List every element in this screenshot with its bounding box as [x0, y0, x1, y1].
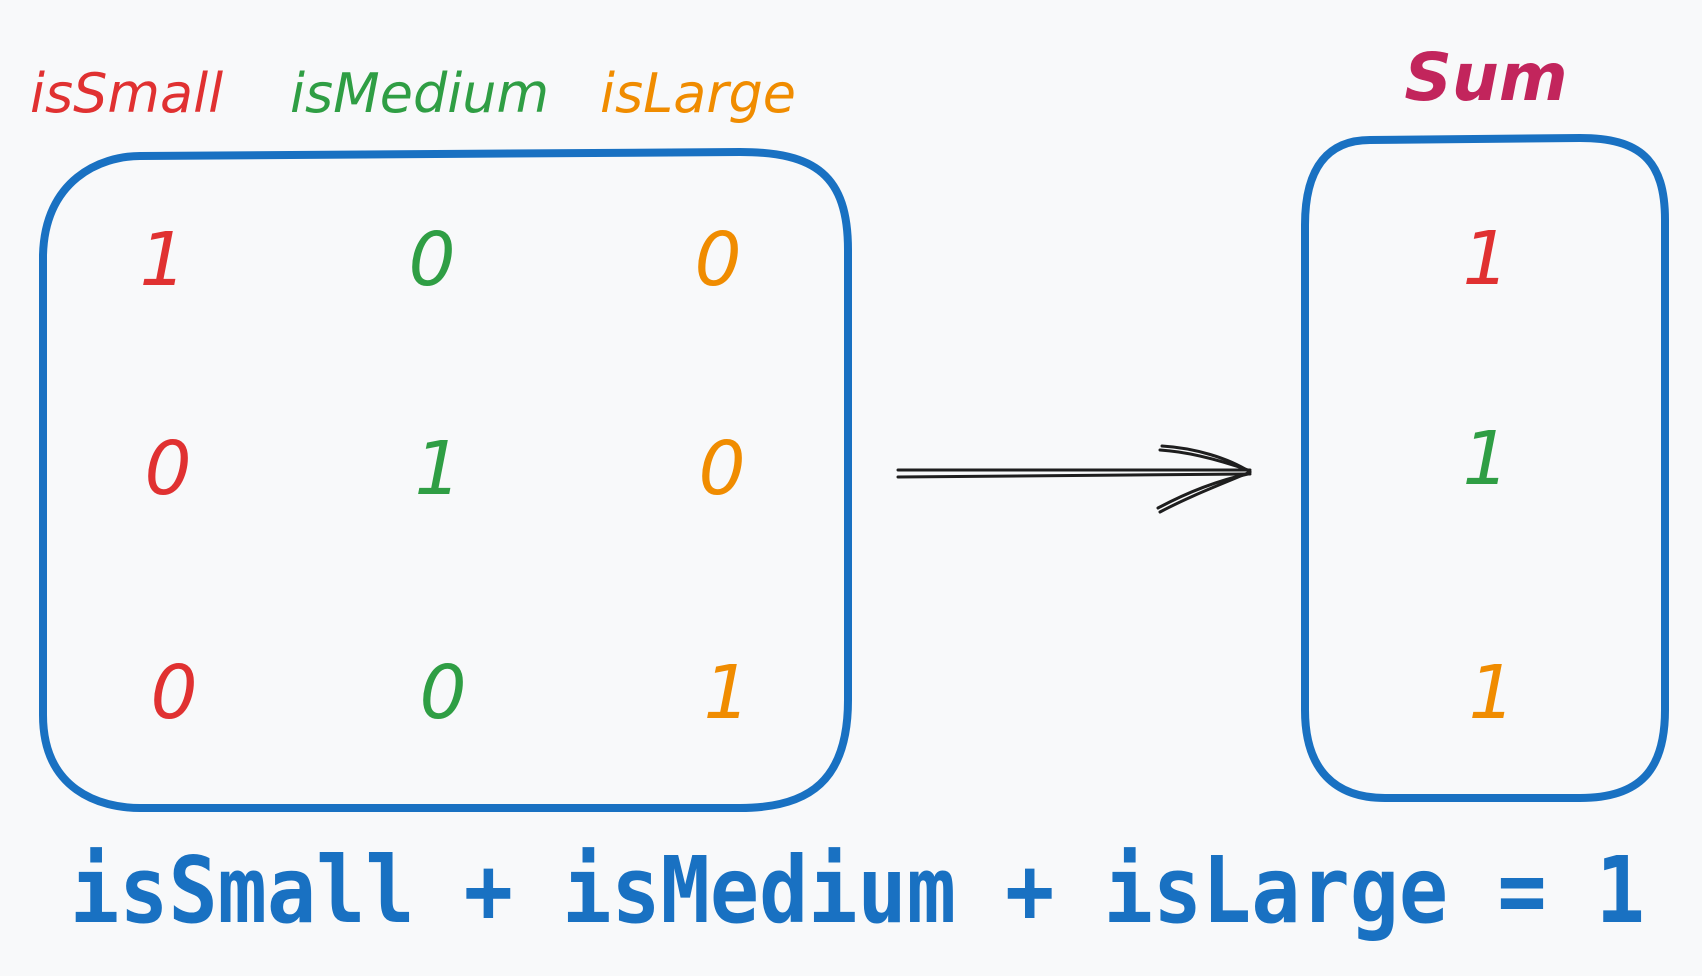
matrix-box — [39, 148, 852, 812]
matrix-cell-r3-c1: 0 — [150, 650, 197, 736]
matrix-cell-r2-c1: 0 — [144, 426, 191, 512]
matrix-cell-r2-c2: 1 — [414, 426, 461, 512]
arrow-head-upper — [1160, 444, 1252, 474]
matrix-cell-r3-c3: 1 — [703, 650, 750, 736]
equation-text: isSmall + isMedium + isLarge = 1 — [70, 837, 1645, 944]
column-label-is-medium: isMedium — [290, 62, 549, 125]
matrix-cell-r2-c3: 0 — [698, 426, 745, 512]
arrow-head-upper-second-stroke — [1158, 448, 1250, 472]
column-label-is-large: isLarge — [600, 62, 796, 125]
matrix-cell-r1-c3: 0 — [694, 217, 741, 303]
sum-value-row-3: 1 — [1468, 650, 1515, 736]
matrix-cell-r1-c1: 1 — [139, 217, 186, 303]
arrow-right-icon — [896, 444, 1252, 514]
sum-value-row-2: 1 — [1462, 416, 1509, 502]
matrix-cell-r1-c2: 0 — [408, 217, 455, 303]
sum-label: Sum — [1404, 39, 1567, 116]
matrix-cell-r3-c2: 0 — [419, 650, 466, 736]
sum-value-row-1: 1 — [1462, 216, 1509, 302]
column-label-is-small: isSmall — [30, 62, 223, 125]
sum-box — [1301, 134, 1669, 802]
arrow-shaft-second-stroke — [896, 472, 1252, 479]
arrow-head-lower-second-stroke — [1156, 472, 1250, 510]
